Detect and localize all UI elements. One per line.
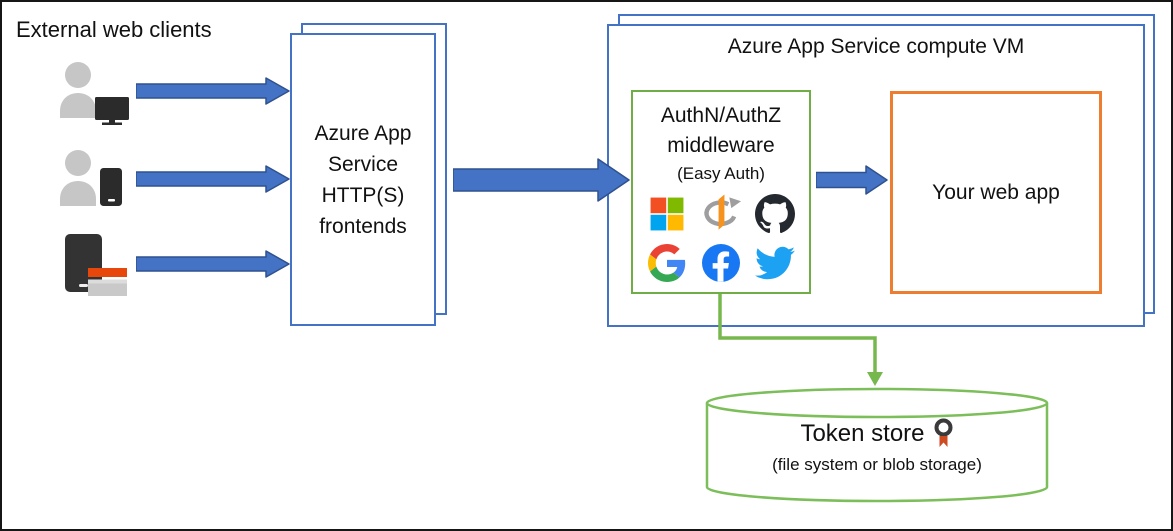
token-store-subtitle: (file system or blob storage) bbox=[772, 455, 982, 474]
arrow-desktop-to-frontends bbox=[136, 77, 290, 105]
web-app-box: Your web app bbox=[890, 91, 1102, 294]
arrow-middleware-to-token-store bbox=[718, 294, 883, 386]
desktop-user-icon bbox=[60, 62, 129, 125]
facebook-icon bbox=[701, 242, 742, 283]
frontends-label-line: HTTP(S) bbox=[321, 183, 405, 207]
token-store-cylinder bbox=[705, 387, 1049, 503]
arrow-app-to-frontends bbox=[136, 250, 290, 278]
external-clients-title: External web clients bbox=[16, 17, 212, 42]
microsoft-icon bbox=[647, 193, 688, 234]
identity-provider-icons bbox=[639, 193, 803, 283]
middleware-title-line2: middleware bbox=[667, 134, 775, 157]
compute-vm-title: Azure App Service compute VM bbox=[727, 35, 1025, 58]
openid-connect-icon bbox=[701, 193, 742, 234]
token-store-labels: Token store (file system or blob storage… bbox=[704, 418, 1050, 477]
google-icon bbox=[647, 242, 688, 283]
frontends-label-line: Azure App bbox=[314, 121, 412, 145]
arrow-middleware-to-webapp bbox=[816, 165, 888, 195]
arrow-frontends-to-compute bbox=[453, 158, 630, 202]
frontends-label-line: Service bbox=[327, 152, 399, 176]
frontends-box: Azure App Service HTTP(S) frontends bbox=[290, 33, 436, 326]
web-app-label: Your web app bbox=[932, 180, 1060, 204]
arrow-mobile-to-frontends bbox=[136, 165, 290, 193]
key-badge-icon bbox=[934, 418, 953, 447]
frontends-label-line: frontends bbox=[319, 214, 407, 238]
token-store-title: Token store bbox=[800, 420, 925, 447]
mobile-user-icon bbox=[60, 150, 122, 206]
middleware-subtitle: (Easy Auth) bbox=[677, 164, 765, 183]
twitter-icon bbox=[755, 242, 796, 283]
github-icon bbox=[755, 193, 796, 234]
app-window-icon bbox=[65, 234, 127, 296]
middleware-title-line1: AuthN/AuthZ bbox=[660, 104, 782, 127]
middleware-box: AuthN/AuthZ middleware (Easy Auth) bbox=[631, 90, 811, 294]
